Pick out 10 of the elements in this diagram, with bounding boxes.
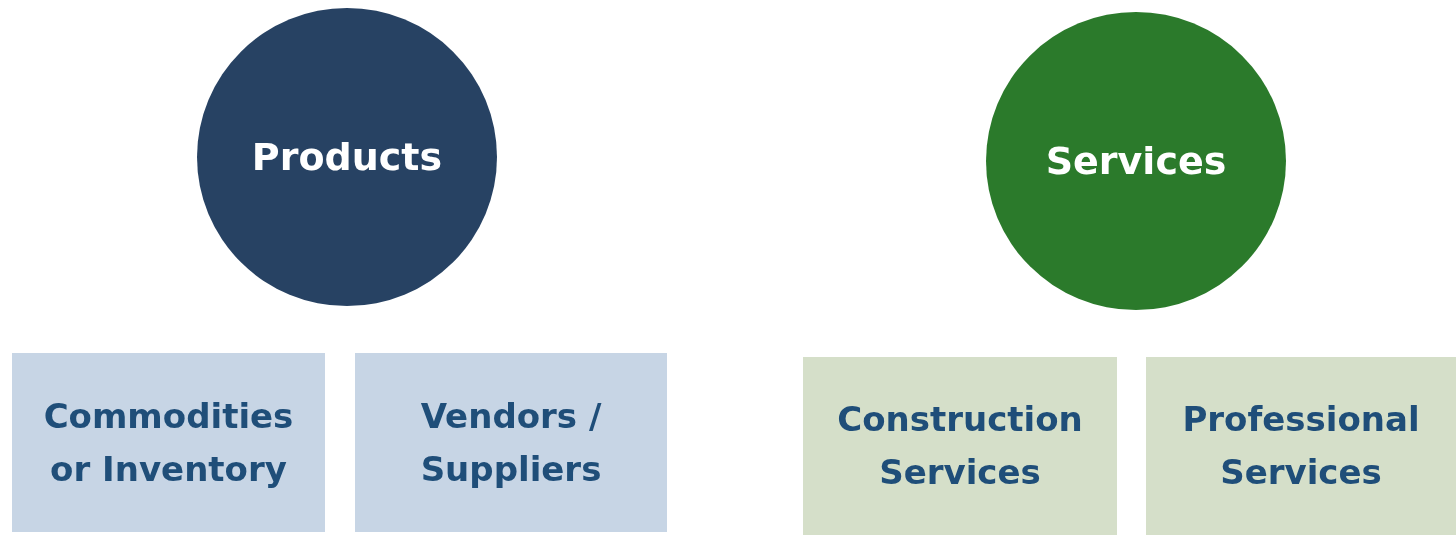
node-label: Professional Services	[1181, 398, 1421, 494]
subcategory-box	[355, 353, 667, 532]
node-label: Vendors / Suppliers	[419, 394, 603, 491]
subcategory-box	[803, 357, 1117, 535]
node-label: Products	[250, 133, 444, 181]
node-label: Commodities or Inventory	[42, 394, 295, 491]
subcategory-box	[12, 353, 325, 532]
node-label: Construction Services	[836, 398, 1084, 494]
node-label: Services	[1044, 137, 1228, 185]
subcategory-box	[1146, 357, 1456, 535]
